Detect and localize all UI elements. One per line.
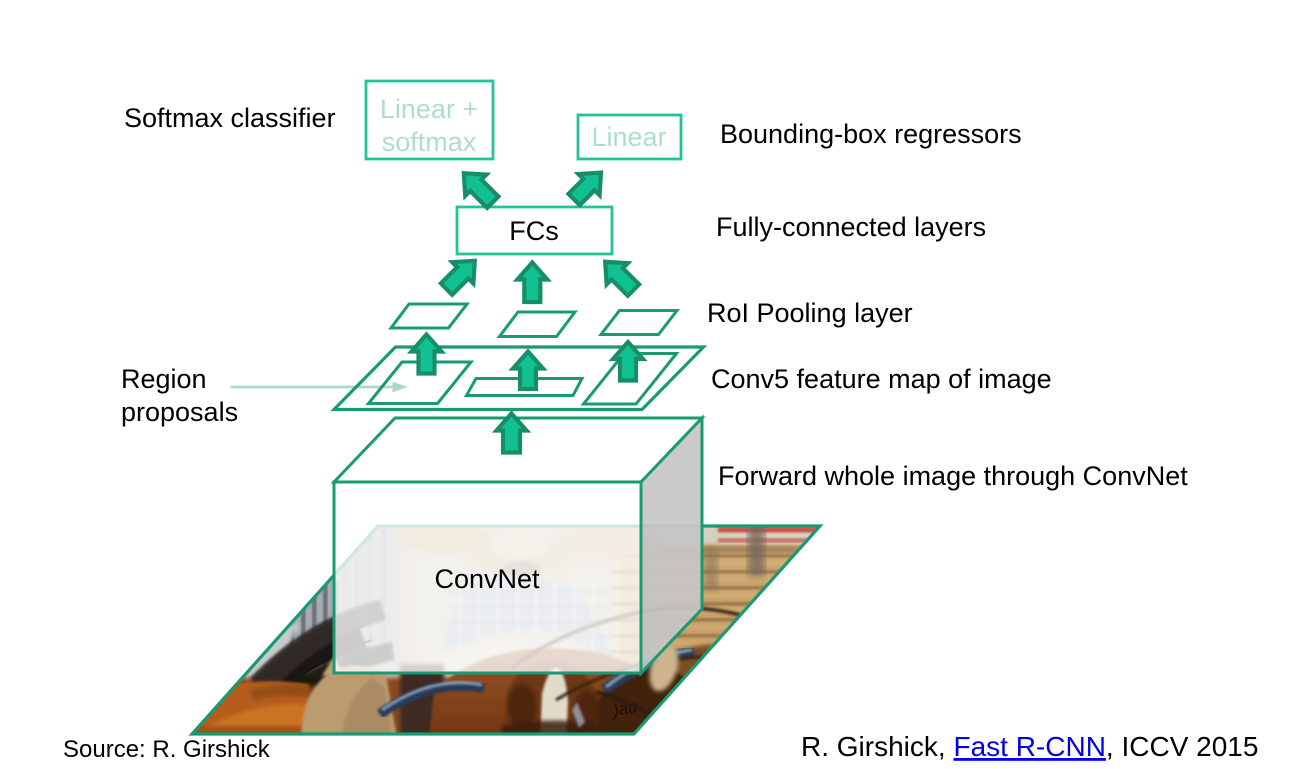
svg-text:Linear: Linear [591, 122, 666, 152]
svg-text:softmax: softmax [382, 127, 477, 157]
svg-text:RoI Pooling layer: RoI Pooling layer [707, 298, 913, 328]
svg-text:Softmax classifier: Softmax classifier [124, 103, 336, 133]
svg-text:Fully-connected layers: Fully-connected layers [716, 212, 986, 242]
svg-text:ConvNet: ConvNet [434, 564, 540, 594]
svg-text:Source: R. Girshick: Source: R. Girshick [63, 736, 271, 763]
svg-text:Forward whole image through Co: Forward whole image through ConvNet [718, 461, 1188, 491]
svg-text:Conv5 feature map of image: Conv5 feature map of image [711, 364, 1052, 394]
svg-text:proposals: proposals [121, 397, 238, 427]
svg-text:Bounding-box regressors: Bounding-box regressors [720, 119, 1022, 149]
svg-text:Linear +: Linear + [380, 94, 478, 124]
svg-text:R. Girshick, Fast R-CNN, ICCV: R. Girshick, Fast R-CNN, ICCV 2015 [801, 731, 1258, 762]
svg-text:FCs: FCs [509, 216, 559, 246]
svg-text:Region: Region [121, 364, 207, 394]
